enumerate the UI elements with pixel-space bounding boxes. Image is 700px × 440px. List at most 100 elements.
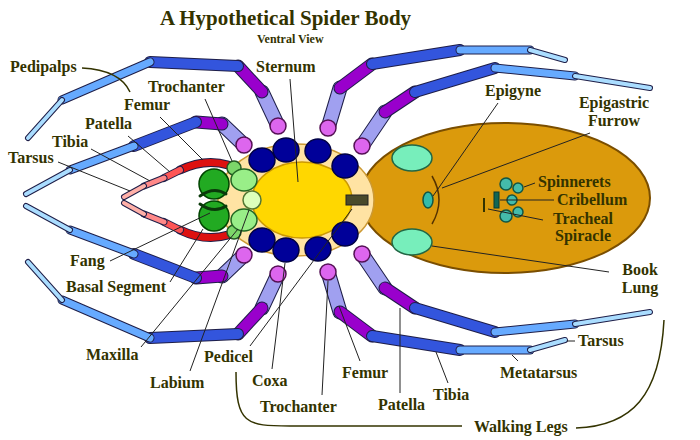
leader-line — [160, 117, 203, 160]
tarsus-segment-outline — [575, 76, 650, 88]
part-label: Book Lung — [612, 261, 668, 297]
maxilla — [231, 169, 257, 191]
tarsus-segment-outline — [575, 312, 650, 324]
leader-line — [170, 229, 203, 282]
part-label: Patella — [378, 396, 425, 414]
coxa-segment — [305, 139, 331, 163]
tarsus-segment — [530, 50, 565, 60]
tibia-segment-outline — [134, 122, 196, 146]
tarsus-segment-outline — [28, 262, 62, 300]
part-label: Epigyne — [485, 82, 541, 100]
tibia-segment-outline — [415, 68, 495, 92]
tibia-segment-outline — [134, 254, 196, 278]
metatarsus-segment — [62, 300, 150, 338]
part-label: Sternum — [256, 58, 316, 76]
palp-femur-outline — [180, 230, 228, 238]
palp-femur-outline — [180, 162, 228, 170]
tibia-segment — [134, 122, 196, 146]
tibia-segment-outline — [372, 50, 460, 64]
leader-line — [524, 183, 535, 187]
tibia-segment — [372, 50, 460, 64]
part-label: Trochanter — [260, 398, 337, 416]
group-bracket — [576, 320, 664, 428]
fang — [200, 204, 226, 210]
spinneret — [513, 183, 523, 193]
tibia-segment — [372, 336, 460, 350]
tibia-segment-outline — [372, 336, 460, 350]
part-label: Cribellum — [557, 191, 627, 209]
tarsus-segment — [28, 262, 62, 300]
leader-line — [400, 308, 401, 393]
part-label: Epigastric Furrow — [572, 94, 656, 130]
part-label: Spinnerets — [538, 173, 611, 191]
leader-line — [250, 209, 352, 346]
metatarsus-segment-outline — [62, 300, 150, 338]
leader-line — [339, 306, 360, 361]
coxa-segment — [332, 222, 358, 246]
part-label: Tarsus — [578, 332, 624, 350]
fang — [200, 190, 226, 196]
leader-line — [58, 162, 130, 191]
part-label: Labium — [150, 374, 204, 392]
leader-line — [91, 149, 150, 181]
cribellum — [494, 192, 499, 208]
part-label: Pedipalps — [10, 58, 77, 76]
part-label: Metatarsus — [500, 364, 577, 382]
part-label: Basal Segment — [66, 278, 166, 296]
leader-line — [128, 136, 170, 172]
part-label: Maxilla — [86, 346, 138, 364]
tibia-segment-outline — [150, 334, 238, 338]
abdomen — [360, 123, 650, 273]
leader-line — [190, 210, 249, 371]
leader-line — [488, 209, 543, 220]
tracheal-spiracle — [483, 198, 485, 212]
tibia-segment — [134, 254, 196, 278]
leader-line — [432, 246, 609, 272]
trochanter-segment — [236, 137, 252, 153]
leader-line — [500, 200, 554, 201]
metatarsus-segment — [495, 324, 575, 332]
metatarsus-segment — [460, 347, 530, 354]
palp-tibia-outline — [144, 214, 164, 222]
leader-line — [205, 99, 232, 161]
diagram-title: A Hypothetical Spider Body — [160, 6, 411, 30]
epigyne — [423, 192, 433, 208]
metatarsus-segment — [495, 68, 575, 76]
part-label: Patella — [85, 115, 132, 133]
leader-line — [272, 263, 285, 369]
leader-line — [512, 355, 518, 361]
book-lung — [392, 229, 432, 255]
tibia-segment — [150, 334, 238, 338]
tarsus-segment — [575, 76, 650, 88]
trochanter-segment — [320, 120, 336, 136]
palp-tarsus — [124, 186, 144, 197]
leader-line — [290, 79, 298, 182]
metatarsus-segment-outline — [460, 346, 530, 355]
tibia-segment — [415, 308, 495, 332]
pedicel — [346, 195, 368, 205]
leader-line — [436, 352, 448, 383]
palp-tibia — [144, 214, 164, 222]
coxa-segment — [332, 154, 358, 178]
coxa-segment — [249, 148, 275, 172]
coxa-segment — [249, 228, 275, 252]
part-label: Femur — [342, 364, 388, 382]
leader-line — [567, 341, 575, 342]
spinneret — [500, 178, 512, 190]
palp-tarsus-outline — [124, 186, 144, 197]
tarsus-segment — [26, 206, 70, 230]
maxilla — [231, 209, 257, 231]
leader-line — [322, 281, 328, 395]
palp-femur — [180, 230, 228, 238]
tarsus-segment-outline — [26, 170, 70, 194]
part-label: Fang — [70, 252, 105, 270]
book-lung — [392, 145, 432, 171]
group-bracket — [82, 68, 130, 92]
part-label: Pedicel — [204, 348, 253, 366]
palp-tarsus-outline — [124, 203, 144, 214]
tibia-segment — [415, 68, 495, 92]
chelicera-basal-segment — [199, 169, 229, 199]
palp-femur — [180, 162, 228, 170]
coxa-segment — [305, 237, 331, 261]
